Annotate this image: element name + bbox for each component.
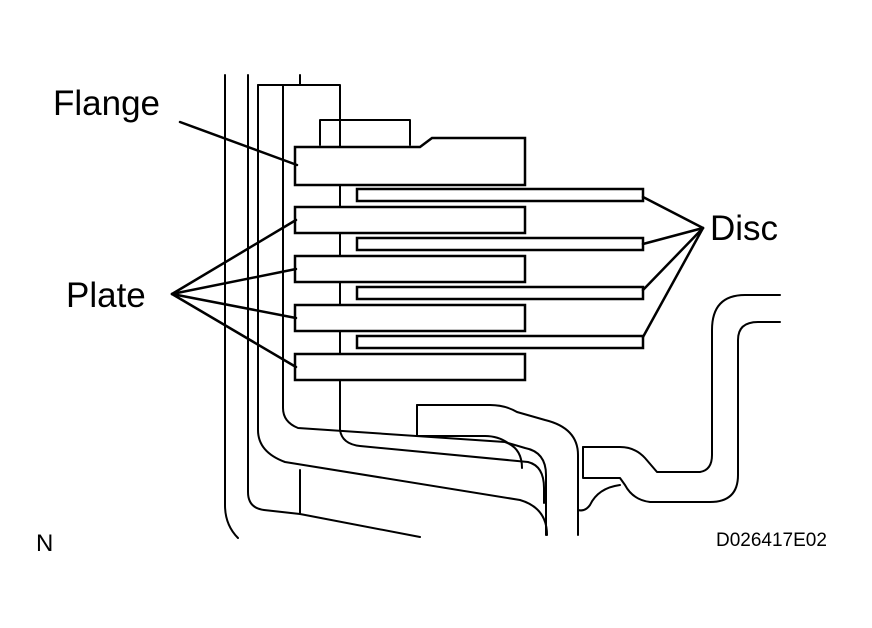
disc	[355, 187, 645, 203]
plate	[293, 303, 527, 333]
disc-leader	[641, 226, 705, 292]
disc-leader	[641, 195, 705, 230]
clutch-pack	[293, 136, 645, 382]
plate	[293, 254, 527, 284]
housing-wall-3	[257, 84, 545, 504]
housing-wall-6	[299, 469, 421, 538]
housing-wall-4	[257, 84, 548, 536]
housing-outer-wall	[224, 74, 239, 539]
disc-leader	[641, 226, 705, 246]
figure-id: D026417E02	[716, 530, 827, 551]
plate	[293, 352, 527, 382]
disc	[355, 236, 645, 252]
disc-label: Disc	[710, 209, 779, 248]
housing-wall-5	[282, 84, 523, 469]
right-housing-curve	[577, 484, 621, 512]
lower-housing-path-2	[416, 404, 547, 536]
flange-label: Flange	[53, 84, 161, 123]
disc-leader	[641, 226, 705, 339]
right-housing-path-2	[582, 321, 781, 503]
lower-housing-path-1	[416, 404, 579, 536]
disc	[355, 334, 645, 350]
plate-leader	[170, 218, 298, 296]
flange	[293, 136, 527, 187]
flange-leader	[178, 120, 299, 167]
plate-label: Plate	[66, 276, 146, 315]
retainer-top	[319, 119, 411, 146]
plate-leader	[170, 292, 298, 369]
leader-lines	[170, 120, 705, 369]
housing-outlines	[224, 74, 781, 539]
disc	[355, 285, 645, 301]
view-letter: N	[36, 530, 54, 557]
housing-wall-2	[247, 74, 301, 515]
plate-leader	[170, 292, 298, 320]
right-housing-path-1	[582, 294, 781, 473]
plate	[293, 205, 527, 235]
plate-leader	[170, 267, 298, 296]
